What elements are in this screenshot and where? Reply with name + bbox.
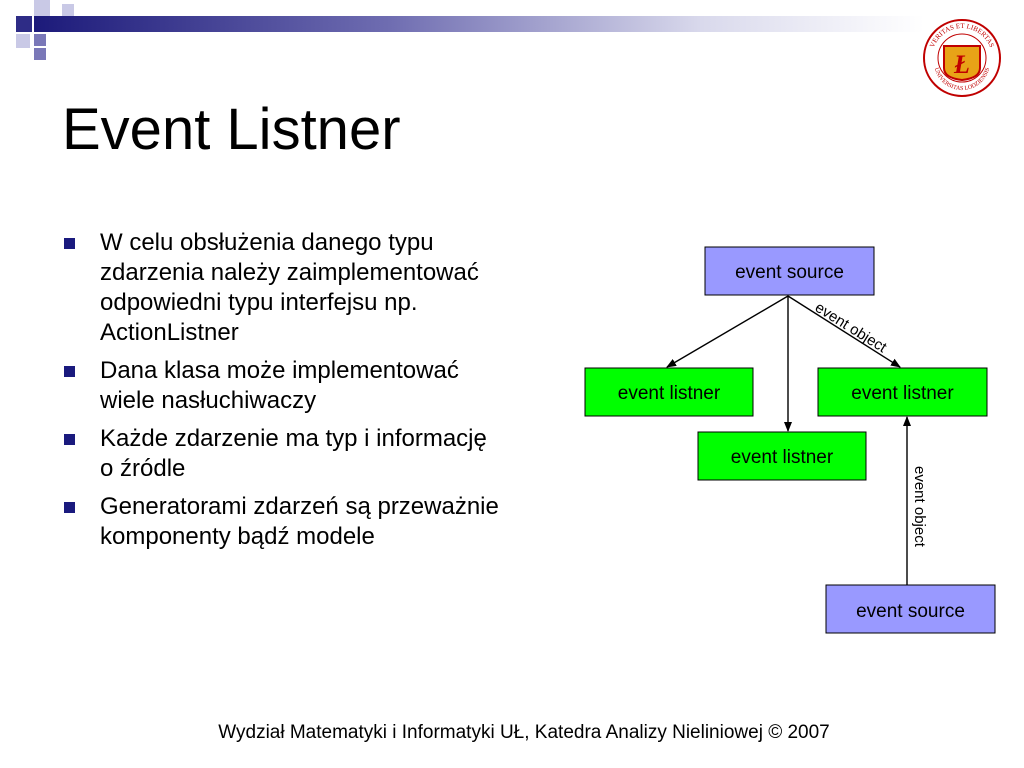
node-event-listener-center: event listner xyxy=(697,431,867,481)
bullet-text-1: W celu obsłużenia danego typu zdarzenia … xyxy=(100,229,479,346)
edge-label-event-object-top: event object xyxy=(812,299,890,357)
bullet-text-3: Każde zdarzenie ma typ i informację o źr… xyxy=(100,425,487,482)
bullet-item-4: Generatorami zdarzeń są przeważnie kompo… xyxy=(62,492,502,552)
bullet-item-1: W celu obsłużenia danego typu zdarzenia … xyxy=(62,228,502,348)
square-bullet-icon xyxy=(64,502,75,513)
node-label: event source xyxy=(856,601,965,622)
square-bullet-icon xyxy=(64,238,75,249)
edge-source-to-right-listener xyxy=(787,295,901,368)
square-bullet-icon xyxy=(64,434,75,445)
node-event-source-top: event source xyxy=(704,246,875,296)
bullet-item-2: Dana klasa może implementować wiele nasł… xyxy=(62,356,502,416)
square-bullet-icon xyxy=(64,366,75,377)
bullet-text-2: Dana klasa może implementować wiele nasł… xyxy=(100,357,459,414)
slide-footer: Wydział Matematyki i Informatyki UŁ, Kat… xyxy=(218,722,830,743)
logo-letter: Ł xyxy=(953,50,970,79)
node-event-source-bottom: event source xyxy=(825,584,996,634)
header-square-4 xyxy=(34,34,46,46)
bullet-text-4: Generatorami zdarzeń są przeważnie kompo… xyxy=(100,493,499,550)
node-label: event listner xyxy=(851,383,954,404)
bullet-list: W celu obsłużenia danego typu zdarzenia … xyxy=(62,228,502,560)
header-square-2 xyxy=(34,0,50,16)
edge-source-to-left-listener xyxy=(666,295,789,368)
node-label: event source xyxy=(735,262,844,283)
header-gradient-bar xyxy=(34,16,924,32)
node-event-listener-left: event listner xyxy=(584,367,754,417)
header-square-3 xyxy=(62,4,74,16)
slide-title: Event Listner xyxy=(62,97,401,162)
event-diagram: event object event object event source e… xyxy=(584,246,996,634)
university-logo: VERITAS ET LIBERTAS UNIVERSITAS LODZIENS… xyxy=(923,19,1001,97)
edge-label-event-object-vertical: event object xyxy=(911,466,928,548)
node-label: event listner xyxy=(618,383,721,404)
header-square-6 xyxy=(34,48,46,60)
bullet-item-3: Każde zdarzenie ma typ i informację o źr… xyxy=(62,424,502,484)
header-square-1 xyxy=(16,16,32,32)
node-event-listener-right: event listner xyxy=(817,367,988,417)
header-square-5 xyxy=(16,34,30,48)
node-label: event listner xyxy=(731,447,834,468)
